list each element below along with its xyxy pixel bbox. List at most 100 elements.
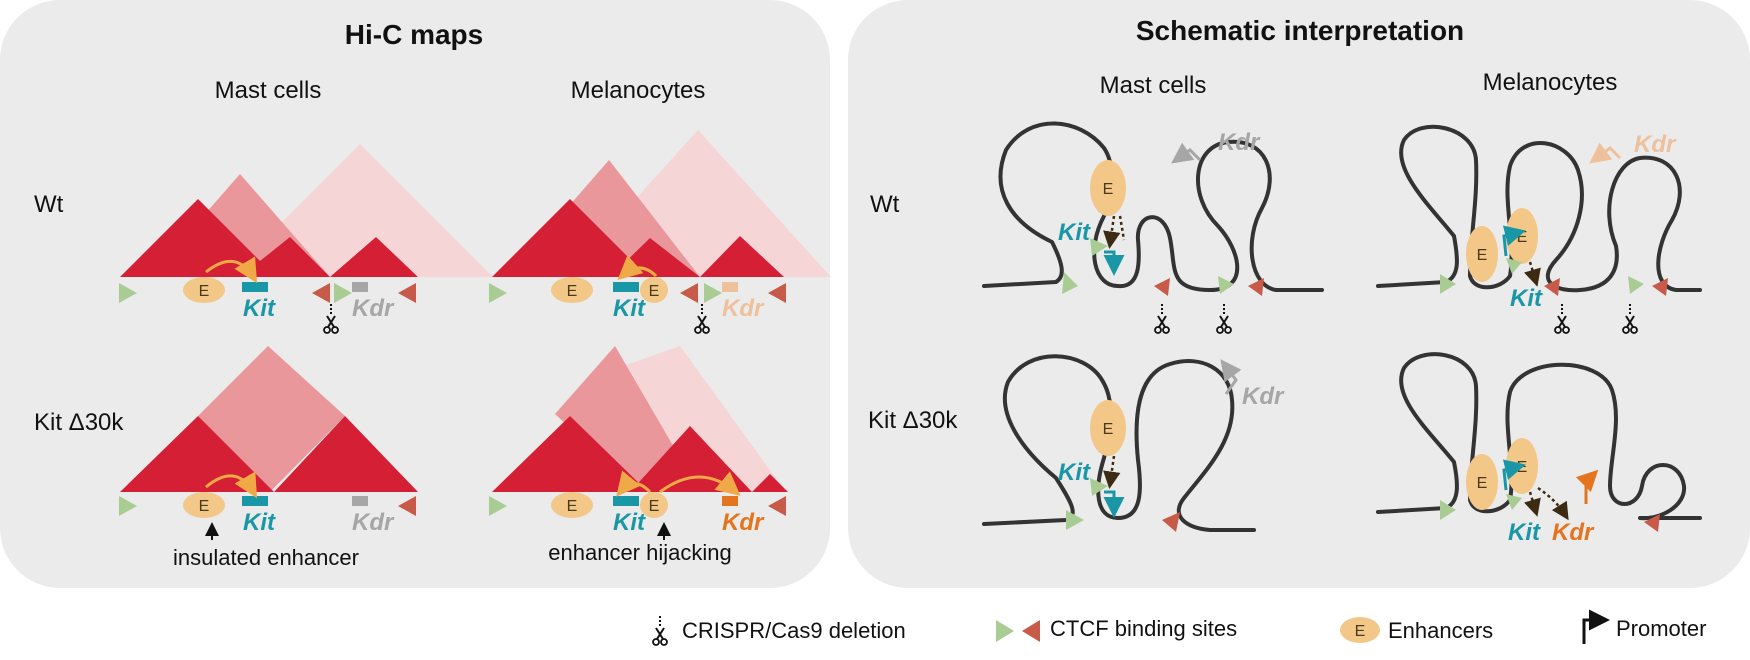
enhancer: [1090, 400, 1126, 456]
legend-crispr-label: CRISPR/Cas9 deletion: [682, 618, 906, 643]
enhancer-label: E: [649, 283, 660, 300]
chromatin-fiber: [1376, 124, 1702, 293]
schematic-mast-kit: E Kit Kdr: [982, 354, 1285, 532]
kit-label: Kit: [1510, 285, 1543, 312]
right-row-kit: Kit Δ30k: [868, 407, 958, 434]
ctcf-site: [1544, 278, 1560, 296]
right-col-melano: Melanocytes: [1483, 69, 1618, 96]
ctcf-site: [1162, 512, 1180, 532]
ctcf-site: [1506, 494, 1522, 510]
kdr-promoter: [1171, 142, 1202, 164]
ctcf-site: [1440, 274, 1456, 294]
kit-gene: [242, 496, 268, 506]
kit-promoter: [1502, 225, 1526, 257]
ctcf-site: [1506, 258, 1522, 274]
legend-promoter-label: Promoter: [1616, 616, 1706, 641]
hic-mast-kit: E Kit Kdr insulated enhancer: [119, 346, 418, 570]
ctcf-site: [1218, 276, 1234, 294]
enhancer-contact-arrow: [205, 471, 258, 499]
ctcf-site: [1090, 238, 1108, 256]
enhancer: [551, 492, 593, 518]
enhancer-label: E: [1477, 475, 1488, 492]
kit-label: Kit: [1058, 459, 1091, 486]
ctcf-site: [704, 283, 722, 303]
ctcf-site: [768, 496, 786, 516]
enhancer: [640, 277, 668, 303]
ctcf-site: [1440, 500, 1456, 520]
legend-ctcf: CTCF binding sites: [996, 616, 1237, 642]
tad-dark: [330, 237, 418, 277]
ctcf-site: [119, 283, 137, 303]
ctcf-site: [1062, 272, 1078, 294]
chromatin-fiber: [1376, 352, 1702, 521]
ctcf-site: [1090, 478, 1108, 496]
ctcf-site: [398, 496, 416, 516]
enhancer-contact-arrow: [1103, 215, 1121, 249]
ctcf-red-icon: [1022, 620, 1040, 642]
tad-mid: [555, 160, 700, 277]
kdr-gene: [722, 496, 738, 506]
enhancer-label: E: [567, 283, 578, 300]
left-col-melano: Melanocytes: [571, 77, 706, 104]
right-panel-title: Schematic interpretation: [1136, 15, 1464, 46]
enhancer: [1466, 226, 1498, 282]
enhancer-icon-label: E: [1355, 623, 1366, 640]
ctcf-site: [1644, 514, 1660, 532]
legend-enhancers-label: Enhancers: [1388, 618, 1493, 643]
schematic-melano-kit: E E Kit Kdr: [1376, 352, 1702, 546]
kit-promoter: [1103, 490, 1125, 518]
legend-ctcf-label: CTCF binding sites: [1050, 616, 1237, 641]
note-enhancer-hijacking: enhancer hijacking: [548, 540, 731, 565]
enhancer-label: E: [567, 498, 578, 515]
enhancer-contact-arrow: [1103, 455, 1121, 489]
kit-gene: [242, 282, 268, 292]
schematic-melano-wt: E E Kit Kdr: [1376, 124, 1702, 334]
kdr-label: Kdr: [722, 295, 765, 322]
kdr-gene: [722, 282, 738, 292]
enhancer: [551, 277, 593, 303]
enhancer: [183, 277, 225, 303]
tad-dark: [700, 236, 784, 277]
kit-gene: [613, 496, 639, 506]
kit-promoter: [1502, 459, 1526, 491]
legend-crispr: CRISPR/Cas9 deletion: [652, 615, 906, 646]
left-row-kit: Kit Δ30k: [34, 409, 124, 436]
kdr-label: Kdr: [1242, 383, 1285, 410]
tad-dark: [240, 237, 330, 277]
ctcf-site: [768, 283, 786, 303]
left-panel-title: Hi-C maps: [345, 19, 483, 50]
legend-promoter: Promoter: [1582, 609, 1706, 644]
enhancer-icon: [1340, 617, 1380, 643]
enhancer-hijack-arrow: [659, 471, 741, 496]
kit-gene: [613, 282, 639, 292]
ctcf-site: [680, 283, 698, 303]
kit-label: Kit: [1508, 519, 1541, 546]
enhancer-label: E: [1477, 247, 1488, 264]
kit-label: Kit: [613, 509, 646, 536]
left-row-wt: Wt: [34, 191, 64, 218]
right-row-wt: Wt: [870, 191, 900, 218]
tad-light: [612, 346, 786, 492]
kit-label: Kit: [613, 295, 646, 322]
ctcf-site: [398, 283, 416, 303]
ctcf-site: [1154, 278, 1170, 296]
enhancer-contact-arrow: [205, 256, 258, 284]
kdr-label: Kdr: [352, 295, 395, 322]
legend-enhancers: E Enhancers: [1340, 617, 1493, 643]
enhancer: [640, 492, 668, 518]
hic-mast-wt: E Kit Kdr: [119, 144, 493, 334]
tad-dark: [274, 416, 418, 492]
ctcf-site: [1628, 276, 1644, 294]
kdr-label: Kdr: [1218, 129, 1261, 156]
note-insulated-enhancer: insulated enhancer: [173, 545, 359, 570]
tad-dark: [492, 199, 648, 277]
promoter-icon: [1582, 609, 1610, 644]
kdr-gene: [352, 496, 368, 506]
enhancer: [183, 492, 225, 518]
enhancer-contact-arrow: [616, 470, 652, 497]
ctcf-green-icon: [996, 620, 1014, 642]
hic-melano-wt: E E Kit Kdr: [489, 130, 831, 334]
ctcf-site: [1066, 510, 1084, 530]
enhancer-label: E: [1103, 421, 1114, 438]
